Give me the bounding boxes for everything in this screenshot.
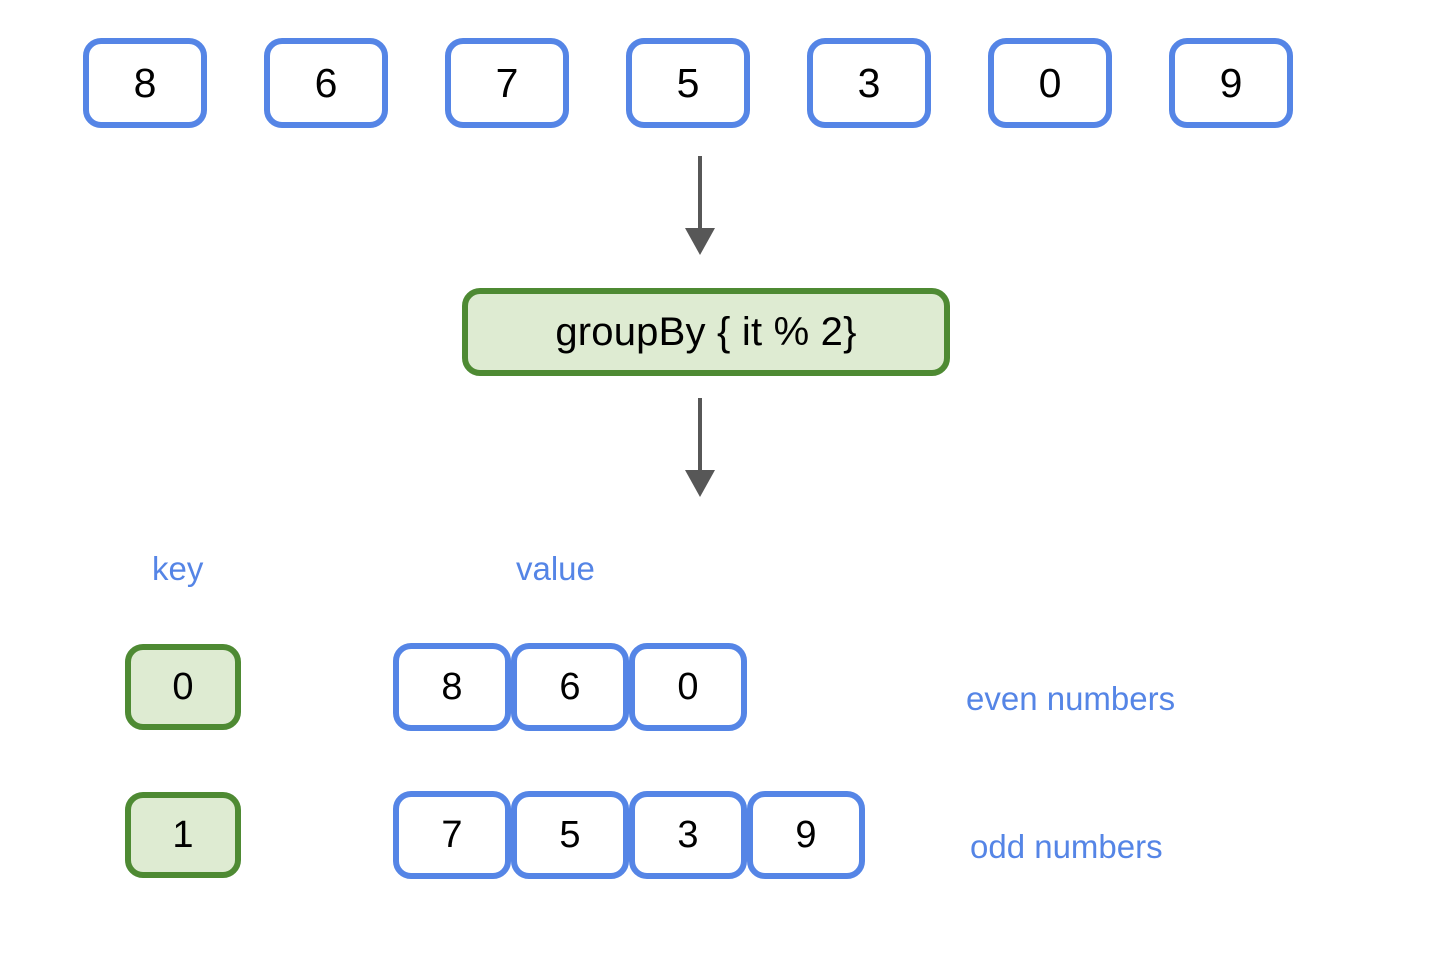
key-box[interactable]: 0 — [125, 644, 241, 730]
value-box-value: 3 — [677, 814, 699, 856]
value-box-value: 5 — [559, 814, 581, 856]
value-box[interactable]: 3 — [629, 791, 747, 879]
input-box[interactable]: 5 — [626, 38, 750, 128]
input-box-value: 5 — [676, 59, 700, 106]
arrow-input-to-operation — [685, 156, 715, 255]
input-box[interactable]: 8 — [83, 38, 207, 128]
column-header-key: key — [152, 550, 204, 587]
input-box[interactable]: 3 — [807, 38, 931, 128]
input-box-value: 7 — [495, 59, 519, 106]
input-box-value: 0 — [1038, 59, 1062, 106]
column-header-value: value — [516, 550, 595, 587]
value-box-value: 0 — [677, 666, 699, 708]
group-annotation-odd: odd numbers — [970, 828, 1163, 865]
key-box-value: 1 — [172, 814, 194, 856]
key-box-value: 0 — [172, 666, 194, 708]
group-annotation-even: even numbers — [966, 680, 1176, 717]
value-box[interactable]: 5 — [511, 791, 629, 879]
value-box[interactable]: 7 — [393, 791, 511, 879]
input-box-value: 3 — [857, 59, 881, 106]
value-box-value: 6 — [559, 666, 581, 708]
value-box[interactable]: 8 — [393, 643, 511, 731]
value-box[interactable]: 6 — [511, 643, 629, 731]
input-box[interactable]: 9 — [1169, 38, 1293, 128]
value-box[interactable]: 0 — [629, 643, 747, 731]
value-box-value: 7 — [441, 814, 463, 856]
input-box-value: 6 — [314, 59, 338, 106]
input-box-value: 8 — [133, 59, 157, 106]
value-box-value: 8 — [441, 666, 463, 708]
value-box-value: 9 — [795, 814, 817, 856]
input-box[interactable]: 6 — [264, 38, 388, 128]
input-box[interactable]: 0 — [988, 38, 1112, 128]
value-box[interactable]: 9 — [747, 791, 865, 879]
key-box[interactable]: 1 — [125, 792, 241, 878]
arrow-operation-to-result — [685, 398, 715, 497]
input-box-value: 9 — [1219, 59, 1243, 106]
input-box[interactable]: 7 — [445, 38, 569, 128]
operation-label: groupBy { it % 2} — [555, 310, 857, 354]
operation-box[interactable]: groupBy { it % 2} — [462, 288, 950, 376]
